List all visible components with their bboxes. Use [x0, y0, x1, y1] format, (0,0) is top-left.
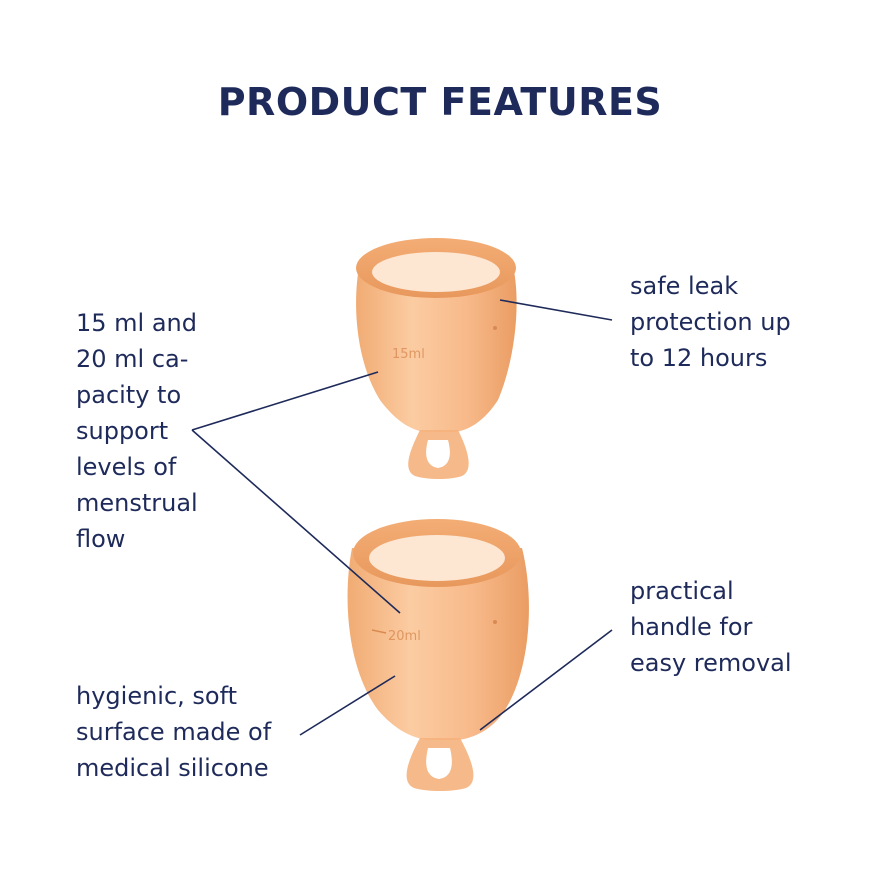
feature-handle: practical handle for easy removal — [630, 573, 792, 681]
cup-large: 20ml — [347, 519, 529, 791]
pointer-capacity-large — [191, 429, 401, 614]
feature-leak-protection: safe leak protection up to 12 hours — [630, 268, 791, 376]
cup-small-marking: 15ml — [392, 347, 425, 362]
cup-large-marking: 20ml — [388, 629, 421, 644]
feature-handle-line: practical — [630, 577, 734, 605]
cup-small: 15ml — [356, 238, 517, 479]
feature-hygienic-line: hygienic, soft — [76, 682, 238, 710]
pointer-capacity-small — [191, 371, 379, 431]
feature-capacity-line: 15 ml and — [76, 309, 197, 337]
feature-handle-line: handle for — [630, 613, 753, 641]
feature-capacity-line: 20 ml ca- — [76, 345, 189, 373]
feature-capacity-line: support — [76, 417, 169, 445]
feature-hygienic: hygienic, soft surface made of medical s… — [76, 678, 271, 786]
feature-capacity-line: menstrual — [76, 489, 198, 517]
feature-leak-line: to 12 hours — [630, 344, 768, 372]
feature-capacity-line: flow — [76, 525, 126, 553]
pointer-leak — [499, 299, 613, 321]
pointer-hygienic — [299, 675, 396, 736]
feature-capacity-line: pacity to — [76, 381, 182, 409]
feature-leak-line: safe leak — [630, 272, 739, 300]
feature-hygienic-line: surface made of — [76, 718, 272, 746]
feature-handle-line: easy removal — [630, 649, 792, 677]
feature-hygienic-line: medical silicone — [76, 754, 269, 782]
feature-leak-line: protection up — [630, 308, 791, 336]
feature-capacity-line: levels of — [76, 453, 177, 481]
pointer-lines — [191, 299, 613, 736]
page-title: PRODUCT FEATURES — [217, 80, 663, 124]
pointer-handle — [479, 629, 613, 731]
feature-capacity: 15 ml and 20 ml ca- pacity to support le… — [76, 305, 198, 557]
